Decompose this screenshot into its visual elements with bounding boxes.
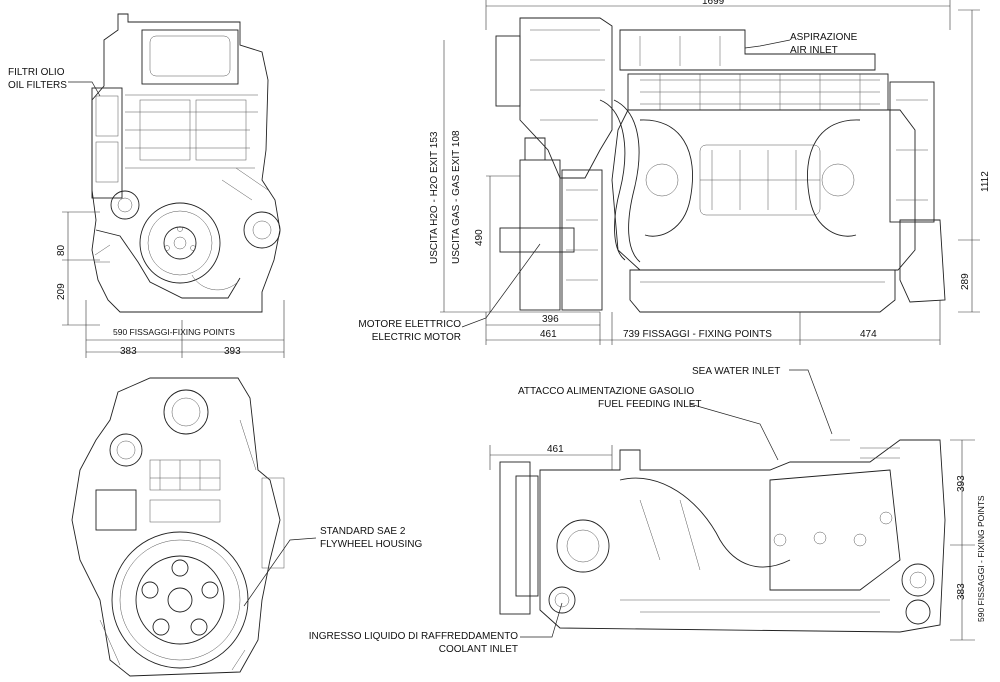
coolant-inlet-label-it: INGRESSO LIQUIDO DI RAFFREDDAMENTO [309,631,519,642]
overall-height-dim: 1112 [980,171,991,192]
top-383-dim: 383 [956,583,967,600]
flywheel-label-it: STANDARD SAE 2 [320,526,406,537]
side-461-dim: 461 [540,329,557,340]
sea-water-inlet-label: SEA WATER INLET [692,366,780,377]
top-393-dim: 393 [956,475,967,492]
exhaust-gas-label: USCITA GAS - GAS EXIT 108 [451,130,462,264]
fuel-inlet-label-en: FUEL FEEDING INLET [598,399,702,410]
top-fixing-points-dim: 590 FISSAGGI - FIXING POINTS [976,495,986,622]
rear-view [71,377,317,677]
air-inlet-label-it: ASPIRAZIONE [790,32,858,43]
side-view [440,0,980,345]
flywheel-label-en: FLYWHEEL HOUSING [320,539,422,550]
air-inlet-label-en: AIR INLET [790,45,838,56]
front-fixing-points-dim: 590 FISSAGGI-FIXING POINTS [113,327,235,337]
oil-filters-label-it: FILTRI OLIO [8,67,65,78]
electric-motor-label-en: ELECTRIC MOTOR [372,332,461,343]
front-left-dim: 383 [120,346,137,357]
coolant-inlet-label-en: COOLANT INLET [439,644,518,655]
front-h80-dim: 80 [56,244,67,256]
top-461-dim: 461 [547,444,564,455]
overall-length-dim: 1699 [702,0,725,7]
side-h490-dim: 490 [474,229,485,246]
side-474-dim: 474 [860,329,877,340]
side-fixing-points-dim: 739 FISSAGGI - FIXING POINTS [623,329,772,340]
electric-motor-label-it: MOTORE ELETTRICO [358,319,461,330]
fuel-inlet-label-it: ATTACCO ALIMENTAZIONE GASOLIO [518,386,694,397]
top-view [489,369,975,641]
front-view [62,13,285,358]
front-right-dim: 393 [224,346,241,357]
exhaust-water-label: USCITA H2O - H2O EXIT 153 [429,131,440,264]
oil-filters-label-en: OIL FILTERS [8,80,67,91]
side-396-dim: 396 [542,314,559,325]
front-h209-dim: 209 [56,283,67,300]
side-h289-dim: 289 [960,273,971,290]
